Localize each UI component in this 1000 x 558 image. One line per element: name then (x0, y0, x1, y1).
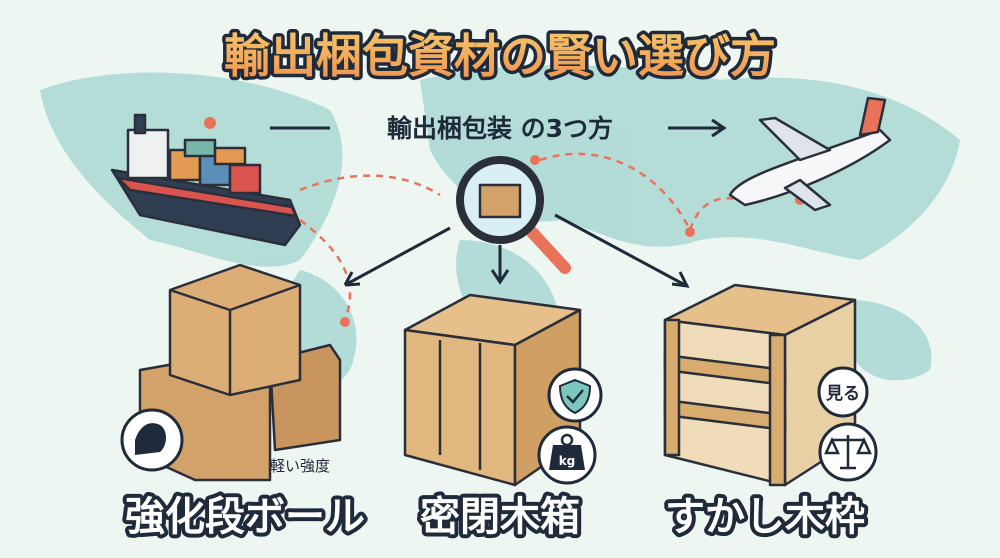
magnifier-icon (456, 156, 571, 274)
label-reinforced-cardboard: 強化段ボール (125, 494, 365, 540)
shipping-routes (299, 152, 741, 321)
subtitle: 輸出梱包装 の3つ方 (387, 114, 613, 143)
weight-kg-icon: kg (537, 425, 597, 485)
label-slatted-crate: すかし木枠 (665, 494, 865, 540)
view-badge: 見る (817, 366, 869, 418)
airplane-icon (728, 96, 892, 212)
label-sealed-crate: 密閉木箱 (420, 494, 580, 540)
shield-check-icon (547, 367, 603, 423)
cardboard-note: 軽い強度 (270, 457, 330, 475)
view-badge-label: 見る (825, 384, 860, 404)
sealed-wooden-crate (403, 293, 582, 487)
subtitle-row: 輸出梱包装 の3つ方 (270, 114, 727, 143)
balance-scale-icon (818, 422, 878, 482)
arrows (343, 213, 690, 288)
cargo-ship-icon (110, 113, 302, 247)
muscle-arm-icon (120, 408, 184, 472)
page-title: 輸出梱包資材の賢い選び方 (224, 29, 776, 83)
kg-label: kg (559, 454, 576, 468)
